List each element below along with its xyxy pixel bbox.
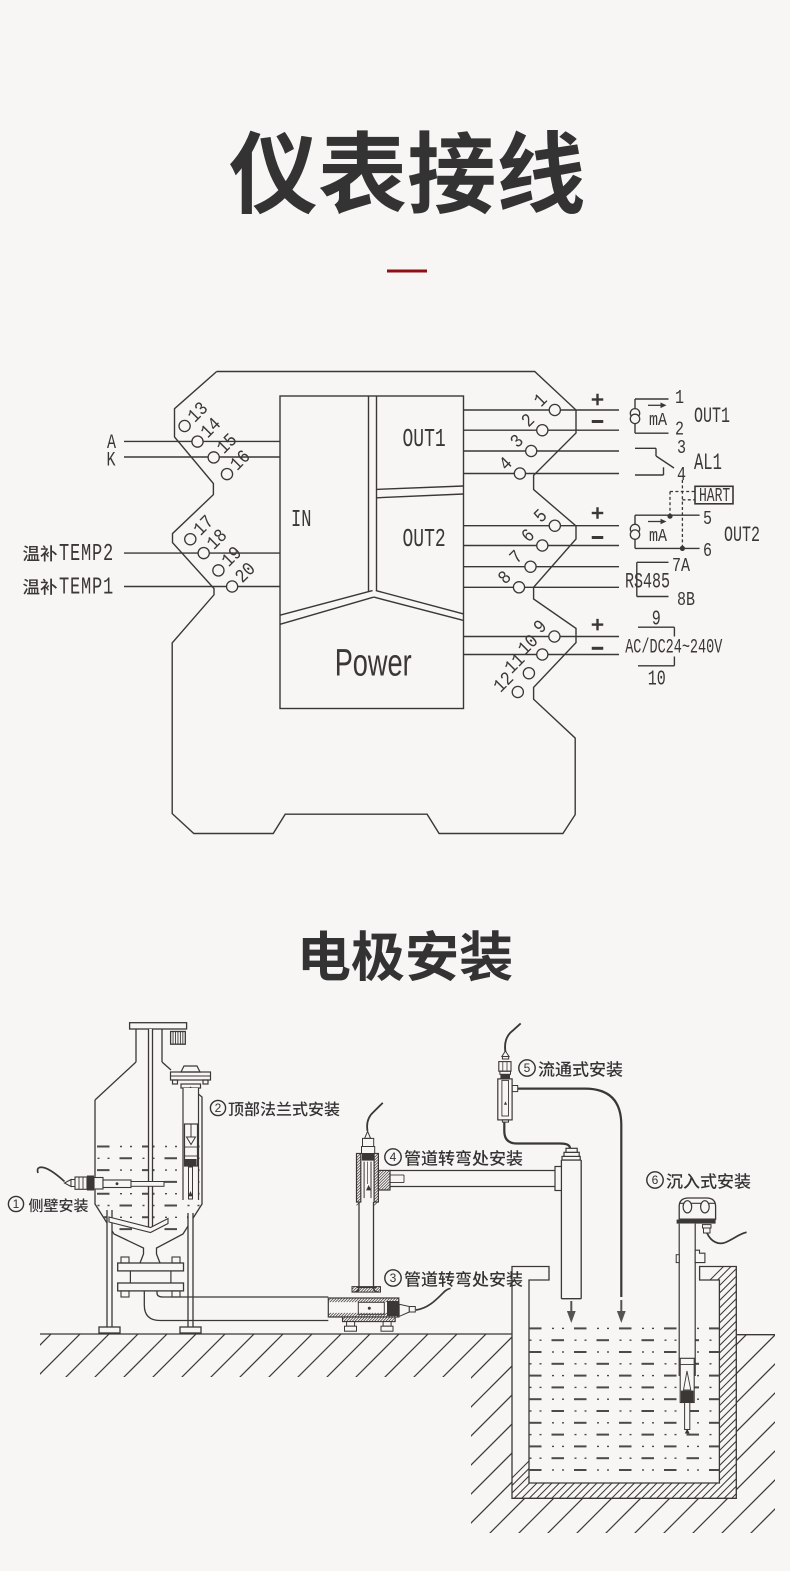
svg-text:IN: IN — [291, 508, 311, 535]
svg-text:OUT2: OUT2 — [724, 522, 760, 548]
svg-text:4: 4 — [390, 1150, 397, 1164]
svg-text:AL1: AL1 — [694, 450, 722, 476]
svg-text:TEMP2: TEMP2 — [59, 542, 114, 568]
svg-text:10: 10 — [648, 668, 666, 691]
svg-text:4: 4 — [677, 465, 686, 486]
svg-text:AC/DC24~240V: AC/DC24~240V — [625, 637, 723, 659]
svg-text:HART: HART — [699, 485, 730, 507]
svg-text:3: 3 — [390, 1271, 397, 1285]
svg-text:2: 2 — [675, 420, 684, 441]
svg-text:OUT2: OUT2 — [403, 524, 446, 554]
svg-text:6: 6 — [652, 1173, 659, 1187]
svg-text:OUT1: OUT1 — [403, 424, 446, 454]
svg-text:8B: 8B — [677, 590, 695, 611]
svg-text:2: 2 — [215, 1101, 222, 1115]
svg-text:TEMP1: TEMP1 — [59, 575, 114, 601]
svg-text:A: A — [107, 432, 116, 455]
svg-text:OUT1: OUT1 — [694, 403, 730, 429]
svg-text:7A: 7A — [672, 556, 690, 577]
svg-text:6: 6 — [703, 541, 712, 562]
svg-text:9: 9 — [652, 608, 661, 631]
svg-text:3: 3 — [677, 438, 686, 459]
svg-text:1: 1 — [675, 388, 684, 409]
svg-text:K: K — [107, 450, 116, 473]
svg-text:1: 1 — [13, 1197, 20, 1211]
svg-text:5: 5 — [703, 509, 712, 530]
svg-text:mA: mA — [649, 411, 668, 432]
svg-text:5: 5 — [524, 1061, 531, 1075]
svg-text:RS485: RS485 — [625, 569, 670, 595]
svg-text:Power: Power — [335, 642, 412, 685]
svg-text:mA: mA — [649, 526, 668, 547]
